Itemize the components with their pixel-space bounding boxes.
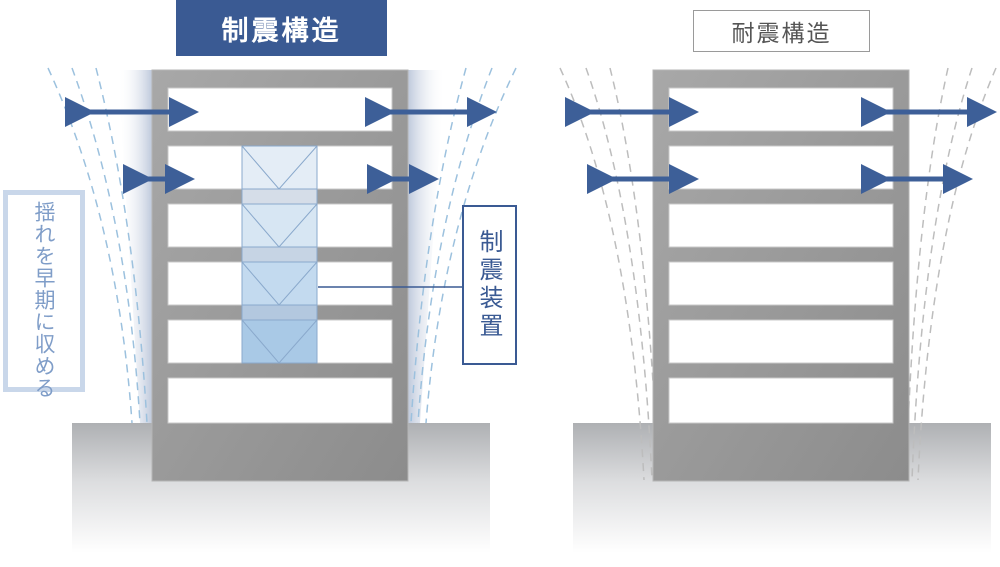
damper-4 [241,304,318,364]
sway-glow-right [408,70,445,423]
damper-device-text: 制震装置 [475,229,503,341]
vibration-arrows-right [565,97,997,194]
damped-building [47,67,517,553]
damper-2 [241,188,318,248]
side-note-box: 揺れを早期に収める [3,190,85,399]
sway-lines-right-2 [905,67,997,481]
damper-device-label: 制震装置 [462,205,517,365]
sway-glow-left [118,70,152,423]
damper-3 [241,246,318,306]
sway-lines-left-2 [559,67,659,481]
side-note-text: 揺れを早期に収める [32,201,56,399]
damper-1 [241,145,318,190]
floors-right [668,87,894,424]
damped-structure-title: 制震構造 [176,0,387,56]
resistant-structure-title: 耐震構造 [693,10,870,52]
damper-devices [241,145,318,364]
earthquake-resistant-building [559,67,997,553]
vibration-arrows-left [65,97,497,194]
